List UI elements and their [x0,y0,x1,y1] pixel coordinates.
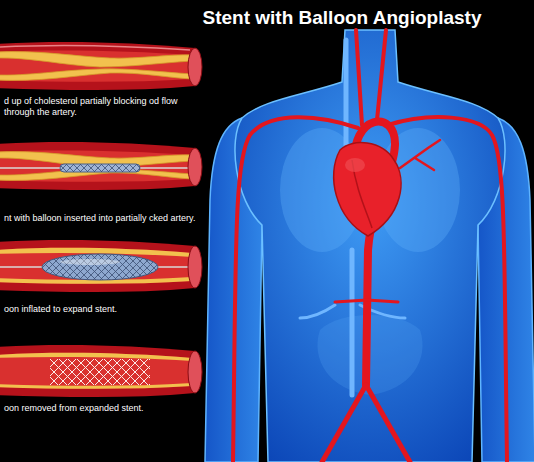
step-caption: nt with balloon inserted into partially … [4,213,196,224]
step-caption: d up of cholesterol partially blocking o… [4,96,196,118]
artery-plaque [0,42,202,90]
step-caption: oon inflated to expand stent. [4,304,196,315]
artery-expanded-stent [0,345,202,397]
human-body [205,30,534,462]
artery-balloon-inflated [0,240,202,292]
step-caption: oon removed from expanded stent. [4,403,196,414]
title: Stent with Balloon Angioplasty [150,7,534,29]
arteries [233,30,507,462]
veins [300,40,405,395]
heart [334,143,401,236]
artery-balloon-inserted [0,142,202,190]
